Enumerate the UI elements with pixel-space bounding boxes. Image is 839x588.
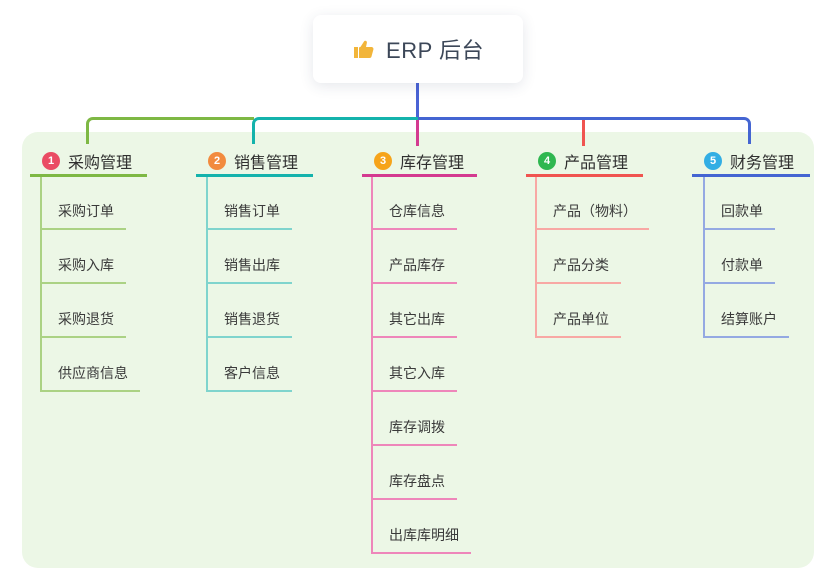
branch-items-3: 仓库信息产品库存其它出库其它入库库存调拨库存盘点出库库明细 — [371, 177, 471, 554]
branch-items-4: 产品（物料）产品分类产品单位 — [535, 177, 649, 338]
leaf-node[interactable]: 产品单位 — [537, 284, 621, 338]
leaf-node[interactable]: 采购入库 — [42, 230, 126, 284]
leaf-node[interactable]: 客户信息 — [208, 338, 292, 392]
branch-number-badge: 5 — [704, 152, 722, 170]
branch-label: 库存管理 — [400, 155, 465, 172]
leaf-node[interactable]: 付款单 — [705, 230, 775, 284]
branch-items-2: 销售订单销售出库销售退货客户信息 — [206, 177, 292, 392]
connector-root-stem — [416, 83, 419, 117]
branches-panel — [22, 132, 814, 568]
branch-number-badge: 4 — [538, 152, 556, 170]
branch-header-2[interactable]: 2 销售管理 — [196, 148, 313, 177]
branch-header-3[interactable]: 3 库存管理 — [362, 148, 477, 177]
branch-label: 产品管理 — [564, 155, 629, 172]
branch-number-badge: 3 — [374, 152, 392, 170]
leaf-node[interactable]: 销售出库 — [208, 230, 292, 284]
leaf-node[interactable]: 销售退货 — [208, 284, 292, 338]
connector-branch-1 — [86, 117, 254, 144]
leaf-node[interactable]: 其它出库 — [373, 284, 457, 338]
branch-items-1: 采购订单采购入库采购退货供应商信息 — [40, 177, 140, 392]
connector-branch-3 — [416, 120, 419, 146]
leaf-node[interactable]: 其它入库 — [373, 338, 457, 392]
branch-label: 销售管理 — [234, 155, 299, 172]
leaf-node[interactable]: 回款单 — [705, 177, 775, 230]
leaf-node[interactable]: 采购退货 — [42, 284, 126, 338]
leaf-node[interactable]: 库存调拨 — [373, 392, 457, 446]
leaf-node[interactable]: 供应商信息 — [42, 338, 140, 392]
leaf-node[interactable]: 销售订单 — [208, 177, 292, 230]
branch-label: 采购管理 — [68, 155, 133, 172]
connector-branch-2 — [252, 117, 418, 144]
leaf-node[interactable]: 结算账户 — [705, 284, 789, 338]
leaf-node[interactable]: 产品（物料） — [537, 177, 649, 230]
leaf-node[interactable]: 采购订单 — [42, 177, 126, 230]
leaf-node[interactable]: 出库库明细 — [373, 500, 471, 554]
root-label: ERP 后台 — [386, 38, 484, 63]
leaf-node[interactable]: 库存盘点 — [373, 446, 457, 500]
thumbs-up-icon — [352, 37, 376, 61]
connector-branch-4 — [582, 120, 585, 146]
leaf-node[interactable]: 产品分类 — [537, 230, 621, 284]
root-node[interactable]: ERP 后台 — [313, 15, 523, 83]
branch-header-5[interactable]: 5 财务管理 — [692, 148, 810, 177]
branch-header-1[interactable]: 1 采购管理 — [30, 148, 147, 177]
branch-items-5: 回款单付款单结算账户 — [703, 177, 789, 338]
branch-header-4[interactable]: 4 产品管理 — [526, 148, 643, 177]
connector-branch-5 — [418, 117, 751, 144]
branch-number-badge: 1 — [42, 152, 60, 170]
branch-number-badge: 2 — [208, 152, 226, 170]
leaf-node[interactable]: 仓库信息 — [373, 177, 457, 230]
leaf-node[interactable]: 产品库存 — [373, 230, 457, 284]
branch-label: 财务管理 — [730, 155, 795, 172]
